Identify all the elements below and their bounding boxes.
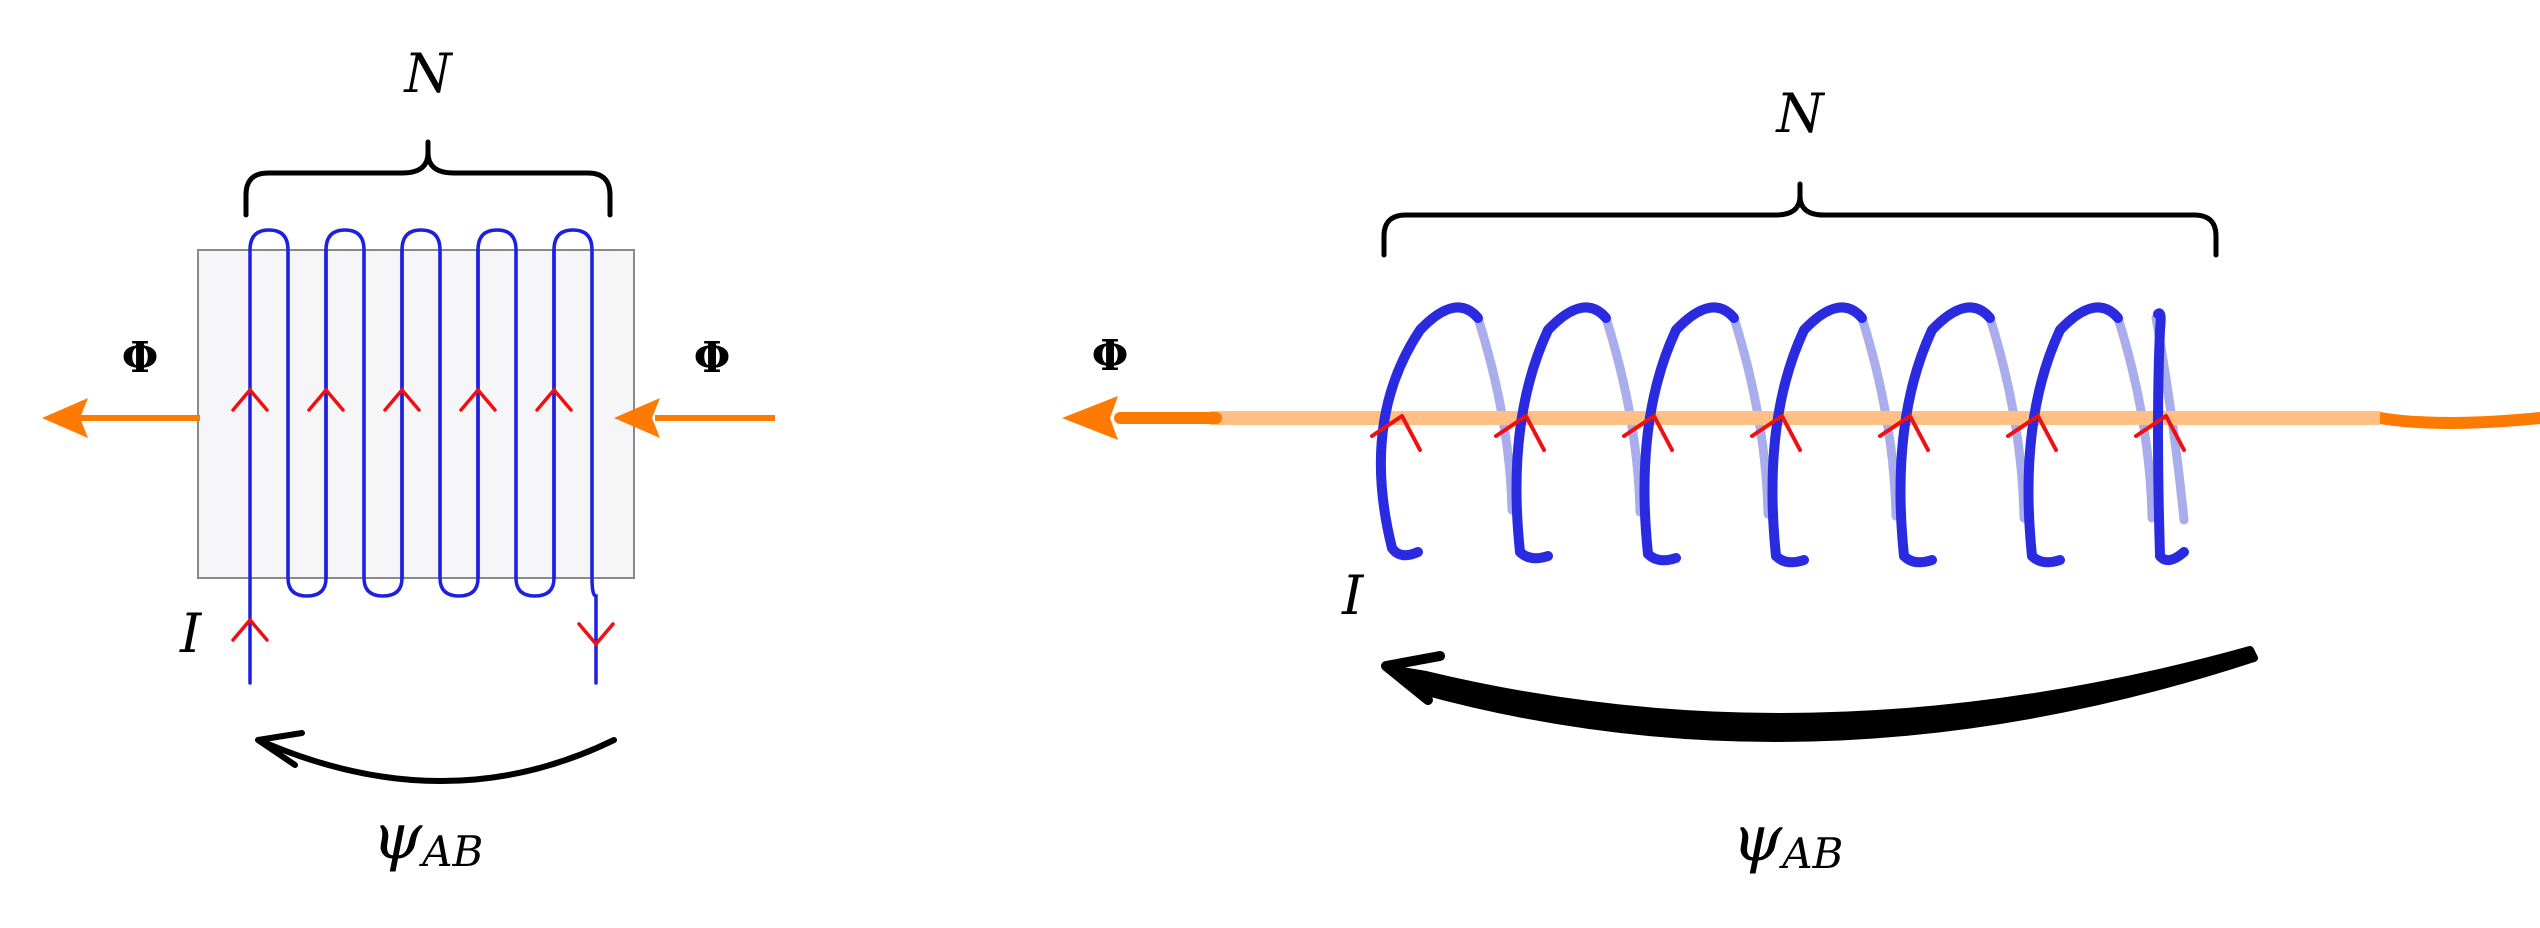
curved-arrow-left-icon [1381,646,2258,743]
linkage-arrow-head [1381,651,1445,705]
flux-arrows [42,398,775,438]
helix-front-2 [1511,302,1611,557]
turns-brace [243,139,613,218]
current-arrow-2 [1494,414,1546,452]
turns-label: N [402,42,453,105]
linkage-label: ψAB [1732,802,1843,878]
flux-label-right: Φ [694,333,731,382]
current-arrow-in [231,617,269,642]
flux-label-left: Φ [122,333,159,382]
linkage-symbol: ψ [372,800,423,874]
current-arrow-3 [1622,414,1674,452]
arrow-left-icon [42,398,88,438]
linkage-arrow-body [1392,646,2258,743]
helix-front [1375,302,2189,568]
right-panel: N Φ [1062,82,2540,878]
current-arrows [231,387,615,647]
linkage-label: ψAB [372,800,483,876]
linkage-arrow-left [265,737,617,784]
current-arrow-2 [307,387,345,412]
linkage-symbol: ψ [1732,802,1783,876]
current-label: I [1341,564,1365,627]
winding-front-legs [324,248,556,580]
flux-label: Φ [1092,331,1129,380]
current-arrow-4 [1750,414,1802,452]
arrow-left-icon [614,398,660,438]
current-arrow-3 [383,387,421,412]
linkage-arrow-left-head [255,730,305,768]
helix-bottom-links [1387,543,2189,568]
turns-brace [1381,181,2219,258]
current-arrow-4 [459,387,497,412]
arrow-left-icon [1062,396,1118,440]
helix-front-7 [2153,308,2166,561]
flux-arrow [1062,396,2540,440]
left-panel: N I [42,42,775,876]
helix-front-4 [1767,302,1867,561]
helix-front-5 [1895,302,1995,561]
helix-front-3 [1639,302,1739,559]
current-arrow-out [577,622,615,647]
current-arrow-6 [2006,414,2058,452]
current-arrows [1370,414,2186,452]
current-arrow-5 [1878,414,1930,452]
linkage-subscript: AB [1778,829,1843,878]
turns-label: N [1774,82,1825,145]
linkage-subscript: AB [418,827,483,876]
current-arrow-1 [231,387,269,412]
helix-front-1 [1375,302,1483,553]
current-label: I [179,602,203,665]
helix-front-6 [2023,302,2123,561]
winding [248,228,598,685]
current-arrow-1 [1370,414,1422,452]
curved-arrow-left-icon [255,730,617,784]
current-arrow-7 [2134,414,2186,452]
flux-arrow-tail [2374,412,2540,429]
core-rectangle [197,249,635,579]
current-arrow-5 [535,387,573,412]
